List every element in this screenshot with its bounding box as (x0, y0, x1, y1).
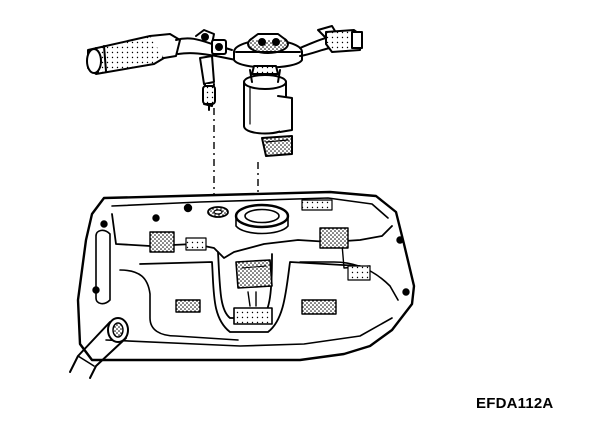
right-harness-connector (299, 25, 363, 57)
tank-pad-left-small (185, 237, 207, 251)
pump-flange (233, 33, 303, 69)
tank-pad-bottom-right (301, 299, 337, 315)
fuel-level-sender (199, 55, 216, 111)
pump-mounting-opening (234, 203, 290, 235)
tank-center-label (235, 259, 273, 289)
tank-bolt (152, 214, 160, 222)
tank-pad-right (319, 227, 349, 249)
filler-neck-pipe (69, 317, 129, 379)
fuel-tank (69, 190, 416, 379)
tank-bolt (183, 203, 193, 213)
pump-motor (243, 65, 293, 135)
tank-pad-right-lower (347, 265, 371, 281)
tank-bolt (402, 288, 410, 296)
sender-mounting-opening (207, 206, 229, 218)
tank-bolt (92, 286, 100, 294)
left-wire-bundle (175, 29, 237, 61)
fuel-strainer (261, 135, 293, 157)
left-harness-connector (86, 33, 181, 75)
tank-bolt (396, 236, 404, 244)
fuel-pump-assembly (86, 25, 363, 157)
figure-code-label: EFDA112A (476, 395, 554, 412)
tank-sump-plate (233, 307, 273, 325)
tank-pad-left (149, 231, 175, 253)
tank-pad-bottom-left (175, 299, 201, 313)
tank-top-strap (301, 199, 333, 211)
tank-bolt (100, 220, 108, 228)
